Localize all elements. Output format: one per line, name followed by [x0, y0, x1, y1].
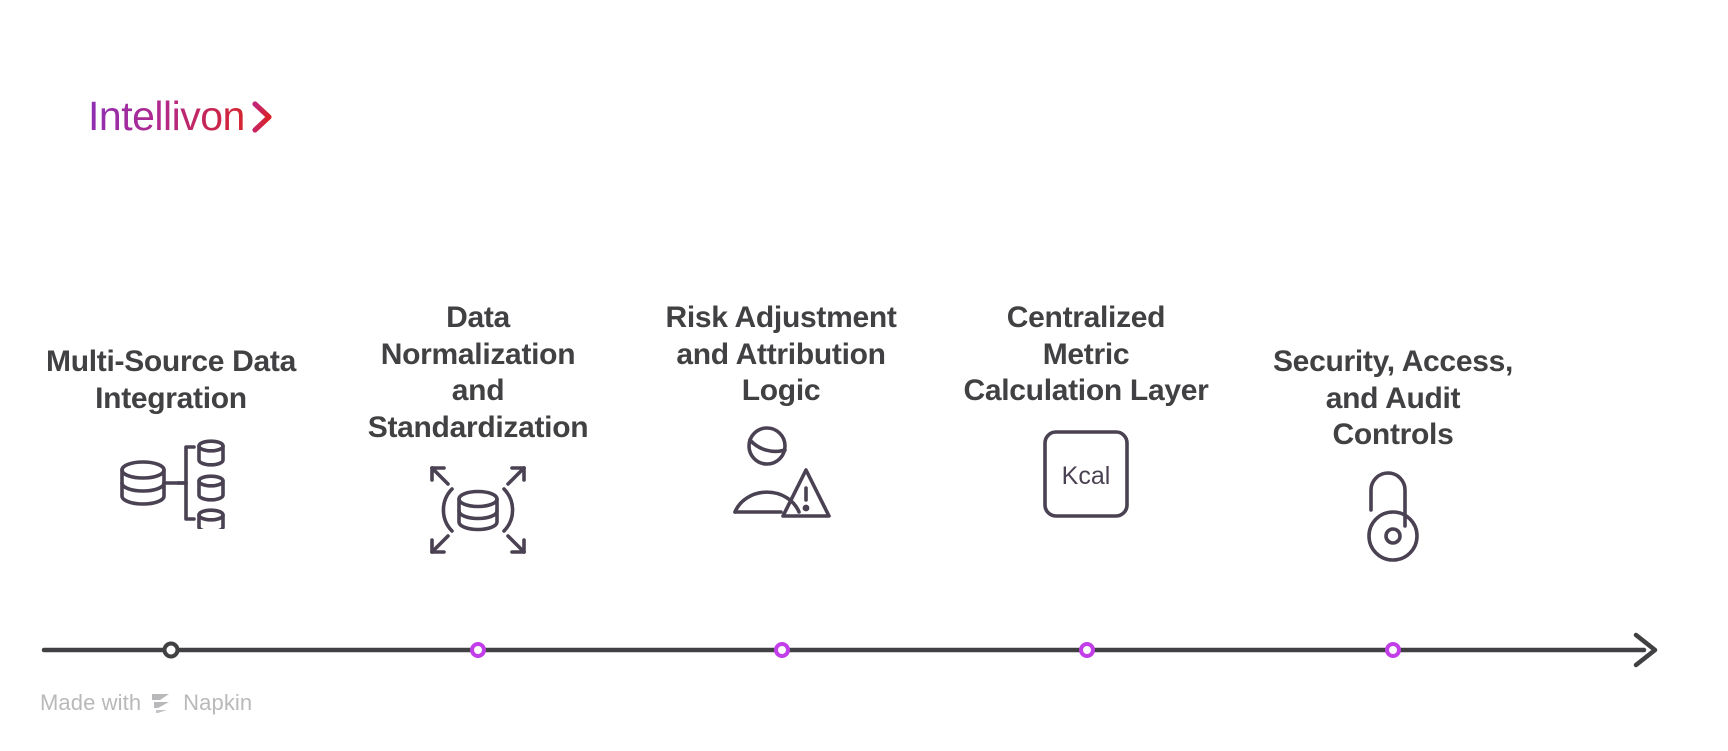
kcal-box-icon: Kcal [1040, 424, 1132, 524]
database-integration-icon [116, 431, 226, 531]
database-expand-icon [426, 460, 530, 560]
brand-name: Intellivon [88, 93, 245, 139]
timeline-step-1[interactable]: Multi-Source Data Integration [41, 300, 301, 531]
timeline-step-4[interactable]: Centralized Metric Calculation Layer Kca… [956, 300, 1216, 524]
footer-product-label: Napkin [183, 690, 253, 715]
timeline-marker-1[interactable] [162, 641, 180, 659]
timeline-step-2[interactable]: Data Normalization and Standardization [348, 300, 608, 560]
person-warning-icon [729, 424, 833, 524]
timeline-marker-5[interactable] [1385, 642, 1401, 658]
padlock-open-icon [1353, 468, 1433, 568]
napkin-logo-icon [150, 692, 174, 714]
step-title-1: Multi-Source Data Integration [46, 345, 296, 415]
timeline-step-5[interactable]: Security, Access, and Audit Controls [1263, 300, 1523, 568]
step-title-3: Risk Adjustment and Attribution Logic [665, 301, 897, 408]
step-title-4: Centralized Metric Calculation Layer [963, 301, 1209, 408]
kcal-box-label: Kcal [1062, 462, 1111, 490]
timeline-marker-2[interactable] [470, 642, 486, 658]
timeline-axis [41, 632, 1658, 668]
timeline-step-3[interactable]: Risk Adjustment and Attribution Logic [651, 300, 911, 524]
timeline-marker-3[interactable] [774, 642, 790, 658]
chevron-right-icon [250, 100, 276, 134]
arrow-right-icon [1633, 632, 1658, 668]
timeline-marker-4[interactable] [1079, 642, 1095, 658]
brand-logo: Intellivon [88, 96, 276, 137]
step-title-2: Data Normalization and Standardization [367, 301, 589, 444]
footer-made-with-label: Made with [40, 690, 142, 715]
step-title-5: Security, Access, and Audit Controls [1272, 345, 1514, 452]
made-with-napkin-footer[interactable]: Made with Napkin [40, 690, 252, 716]
